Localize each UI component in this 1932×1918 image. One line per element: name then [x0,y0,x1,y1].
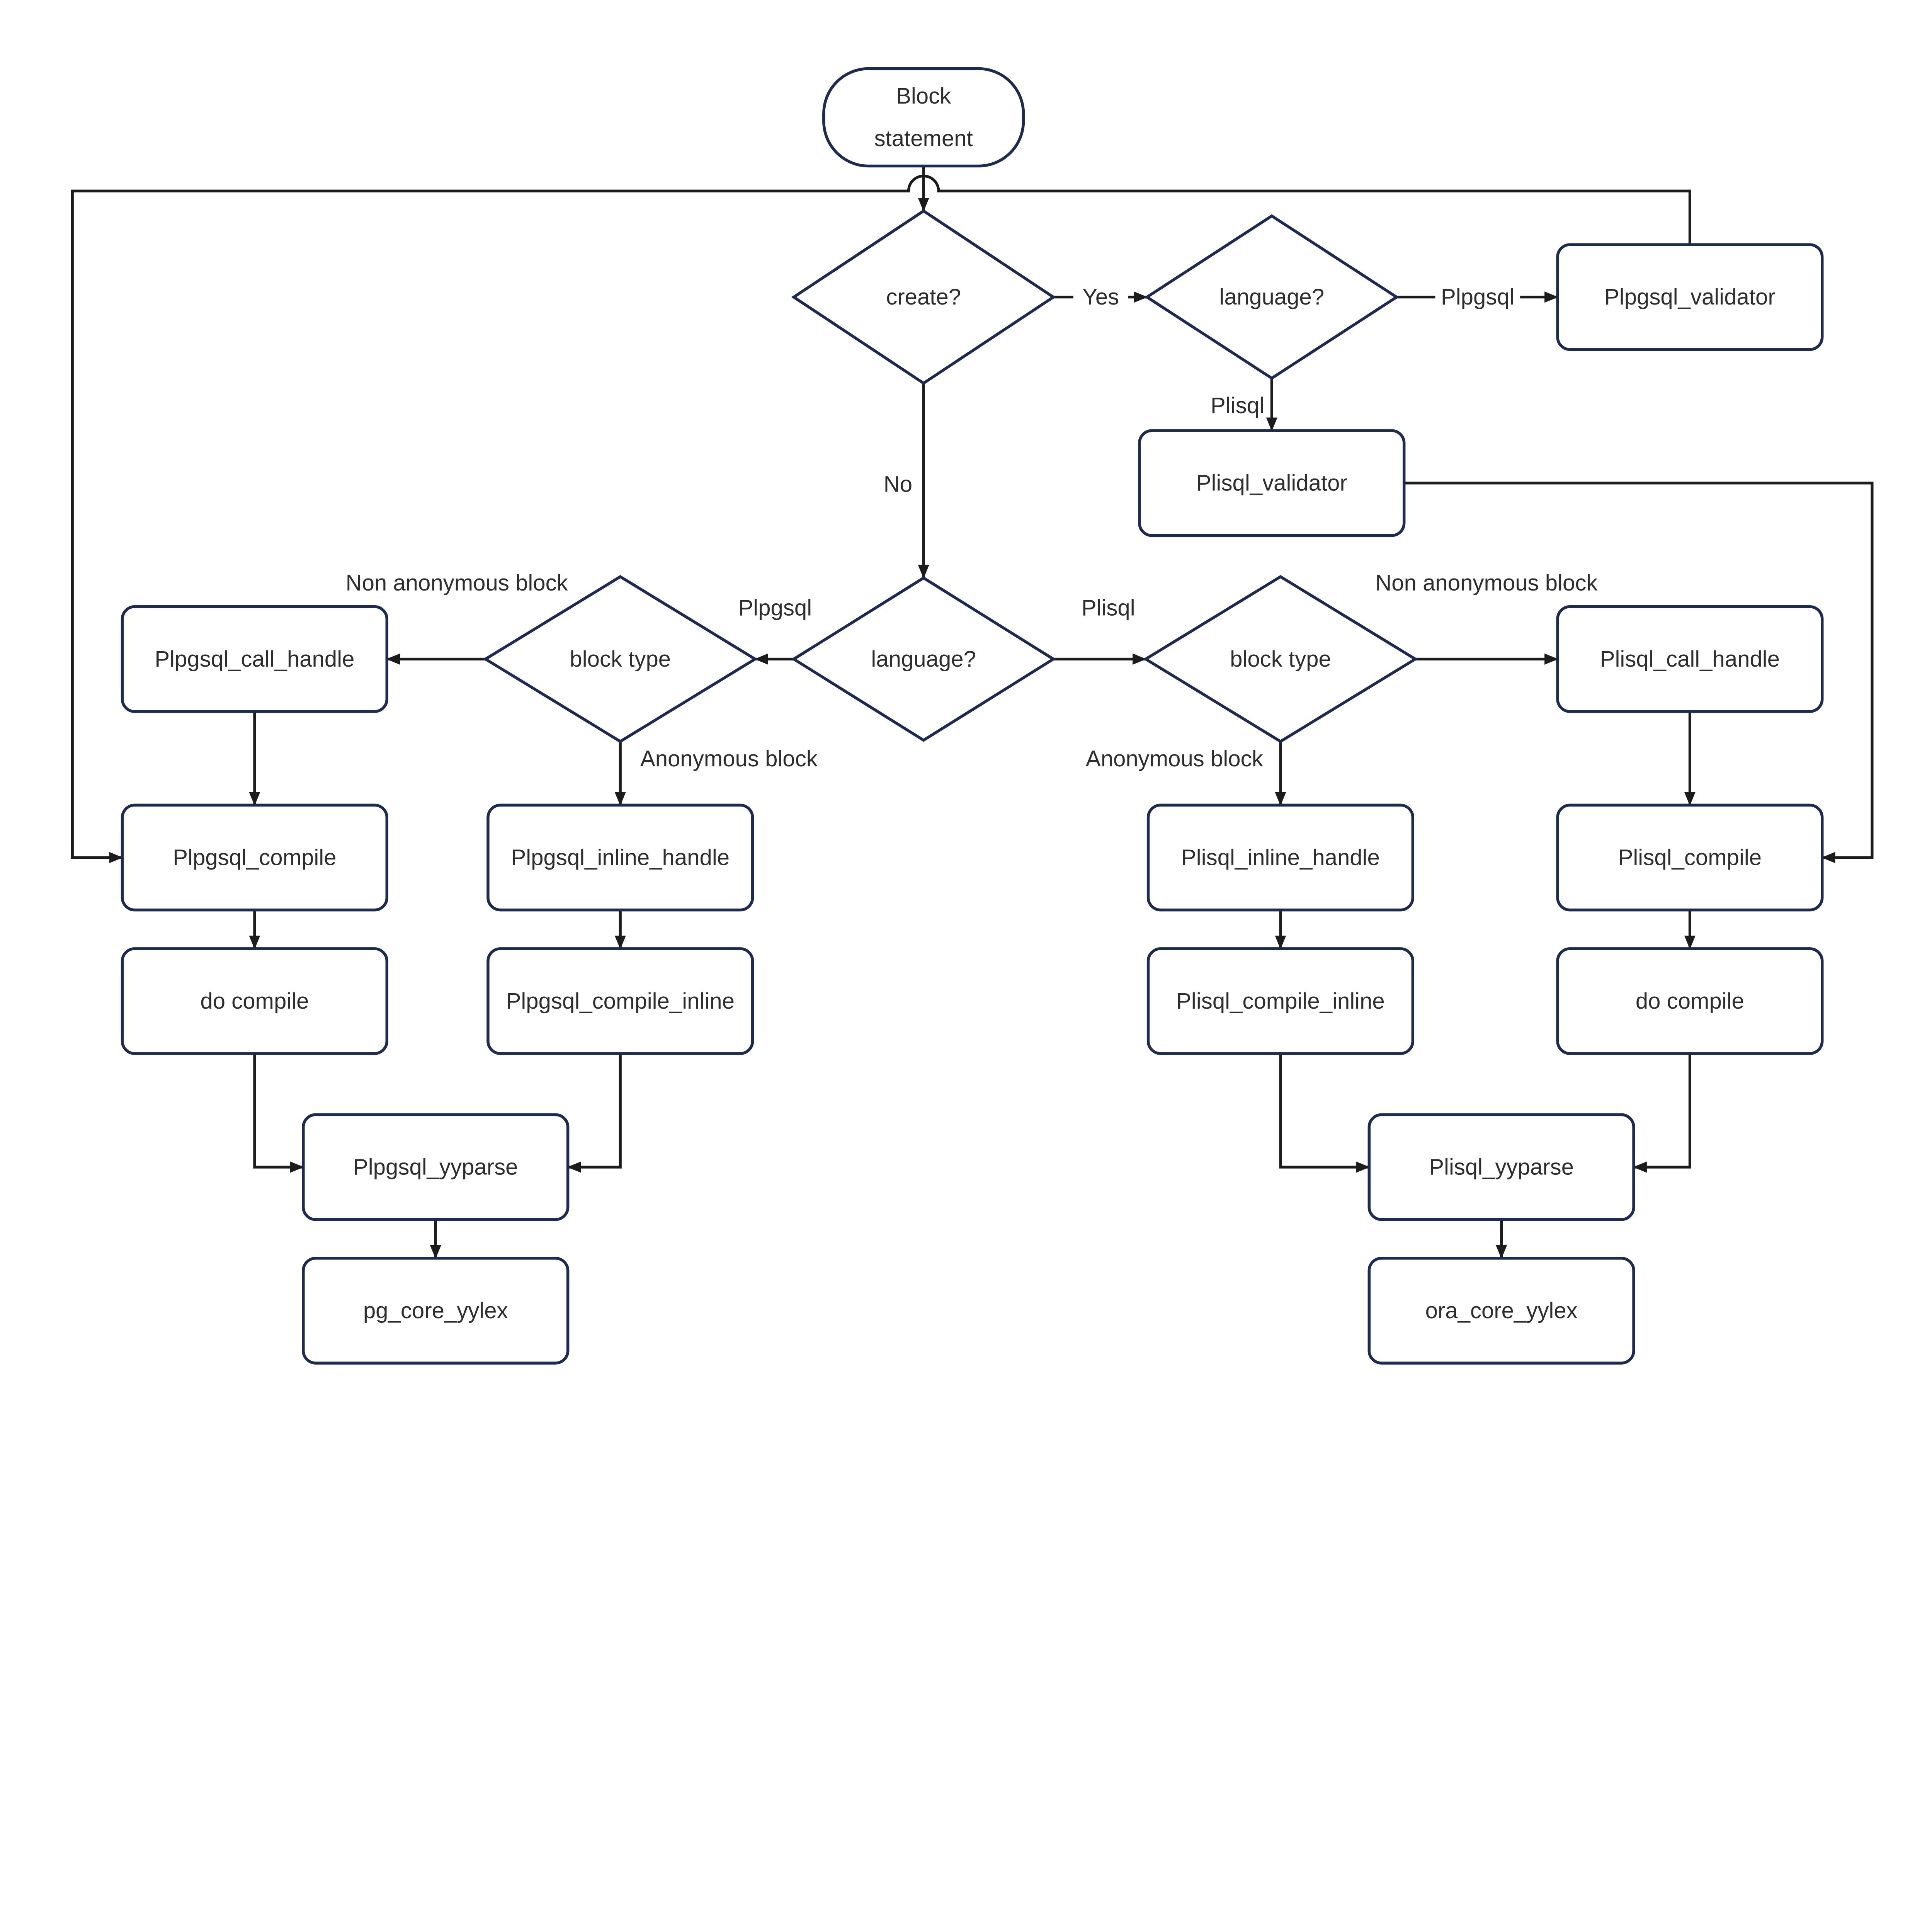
node-plisql-call-handle: Plisql_call_handle [1556,605,1824,713]
node-label: Plisql_inline_handle [1181,845,1380,870]
process-shape [1138,429,1406,537]
node-label: language? [871,647,976,672]
edge-label-non-anonymous-left: Non anonymous block [346,570,568,596]
node-label: do compile [200,989,309,1014]
node-label: Plpgsql_call_handle [155,647,354,672]
node-label: Plpgsql_compile_inline [506,989,735,1014]
node-label: ora_core_yylex [1425,1298,1578,1323]
node-plisql-inline-handle: Plisql_inline_handle [1146,803,1415,912]
node-do-compile-left: do compile [121,947,389,1055]
process-shape [1367,1113,1635,1221]
decision-shape [1143,575,1418,743]
edge-label-bg [1435,282,1520,312]
node-label: language? [1219,284,1325,310]
node-label: Plisql_compile [1618,845,1762,870]
node-label: Block [896,83,951,109]
node-label: Plpgsql_inline_handle [511,845,730,870]
node-label: Plisql_call_handle [1600,647,1780,672]
process-shape [121,803,389,912]
connector-compile-inline-to-yyparse-right [1279,1053,1370,1173]
nodes: Block statement create? language? Plpgsq… [121,67,1824,1365]
node-label: pg_core_yylex [363,1298,508,1323]
node-label: do compile [1636,989,1744,1014]
decision-shape [791,576,1056,742]
edge-label-plpgsql-top: Plpgsql [1441,284,1515,310]
edge-label-yes: Yes [1082,284,1119,310]
node-block-type-right: block type [1143,575,1418,743]
connector-do-compile-to-yyparse-right [1633,1053,1691,1173]
connector-do-compile-to-yyparse-left [253,1053,304,1173]
edge-label-bg [1073,282,1128,312]
node-block-type-left: block type [483,575,758,743]
terminator-shape [822,67,1025,168]
node-label: block type [570,647,671,672]
edge-label-plpgsql-mid: Plpgsql [738,595,812,620]
connectors [71,166,1874,1259]
node-create-decision: create? [791,209,1056,385]
flowchart-block-statement: Block statement create? language? Plpgsq… [71,67,1874,1365]
node-label: statement [874,126,973,151]
edge-labels: Yes Plpgsql Plisql No Plpgsql Plisql Non… [346,282,1598,771]
node-plpgsql-call-handle: Plpgsql_call_handle [121,605,389,713]
process-shape [1556,947,1824,1055]
process-shape [302,1113,570,1221]
connector-compile-inline-to-yyparse-left [567,1053,622,1173]
connector-plisql-validator-to-plisql-compile [1404,482,1874,863]
node-do-compile-right: do compile [1556,947,1824,1055]
node-plpgsql-yyparse: Plpgsql_yyparse [302,1113,570,1221]
node-block-statement: Block statement [822,67,1025,168]
node-label: Plpgsql_compile [173,845,336,870]
node-label: create? [886,284,961,310]
edge-label-non-anonymous-right: Non anonymous block [1375,570,1598,596]
node-label: Plisql_yyparse [1429,1154,1574,1179]
process-shape [1556,803,1824,912]
edge-label-plisql-mid: Plisql [1082,595,1135,620]
edge-label-anonymous-right: Anonymous block [1086,746,1264,771]
node-plisql-validator: Plisql_validator [1138,429,1406,537]
node-language-center: language? [791,576,1056,742]
process-shape [486,947,754,1055]
node-language-top: language? [1144,214,1400,380]
edge-label-no: No [884,472,912,497]
process-shape [1367,1257,1635,1365]
node-plpgsql-inline-handle: Plpgsql_inline_handle [486,803,754,912]
process-shape [1556,605,1824,713]
node-label: Plpgsql_validator [1604,284,1776,310]
node-plisql-compile: Plisql_compile [1556,803,1824,912]
decision-shape [483,575,758,743]
node-ora-core-yylex: ora_core_yylex [1367,1257,1635,1365]
process-shape [121,947,389,1055]
node-pg-core-yylex: pg_core_yylex [302,1257,570,1365]
node-plisql-yyparse: Plisql_yyparse [1367,1113,1635,1221]
process-shape [1146,803,1415,912]
node-label: Plpgsql_yyparse [353,1154,518,1179]
node-plpgsql-validator: Plpgsql_validator [1556,243,1824,351]
node-label: block type [1230,647,1331,672]
node-plisql-compile-inline: Plisql_compile_inline [1146,947,1415,1055]
node-plpgsql-compile-inline: Plpgsql_compile_inline [486,947,754,1055]
process-shape [121,605,389,713]
process-shape [1146,947,1415,1055]
process-shape [486,803,754,912]
node-label: Plisql_compile_inline [1176,989,1385,1014]
process-shape [1556,243,1824,351]
node-label: Plisql_validator [1196,470,1347,495]
node-plpgsql-compile: Plpgsql_compile [121,803,389,912]
decision-shape [1144,214,1400,380]
edge-label-anonymous-left: Anonymous block [640,746,818,771]
process-shape [302,1257,570,1365]
decision-shape [791,209,1056,385]
edge-label-plisql-top: Plisql [1211,393,1264,418]
